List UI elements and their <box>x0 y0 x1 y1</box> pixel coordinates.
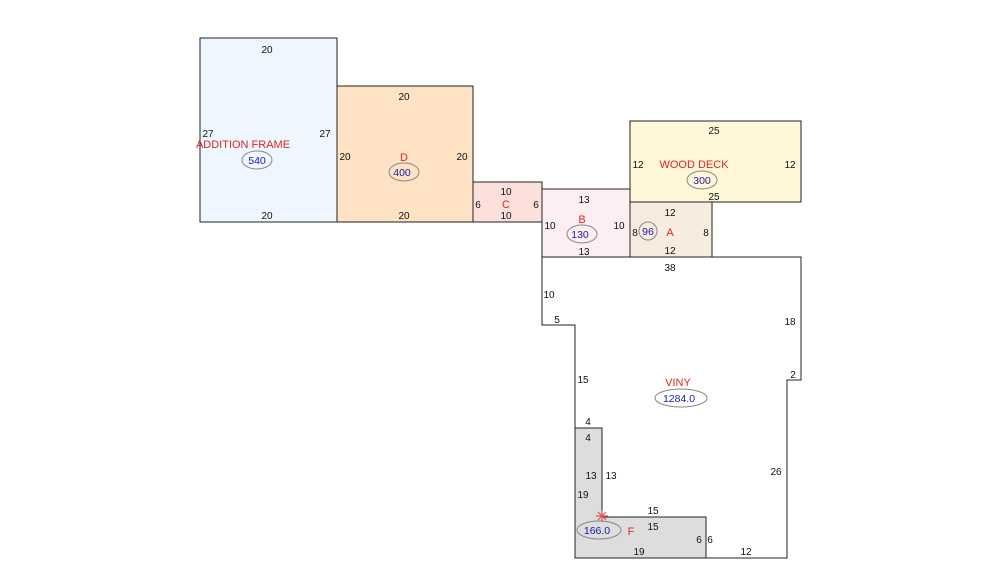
area-f: 166.0 <box>584 525 610 537</box>
dim-viny-f-top: 15 <box>647 506 659 517</box>
dim-addition-right: 27 <box>319 129 331 140</box>
star-marker-icon <box>596 510 608 522</box>
dim-a-right: 8 <box>703 228 709 239</box>
dim-viny-top: 38 <box>664 263 676 274</box>
area-oval-wood-deck <box>686 170 718 190</box>
room-addition-frame[interactable] <box>199 37 338 223</box>
dim-d-right: 20 <box>456 152 468 163</box>
dim-viny-f-right: 6 <box>707 535 713 546</box>
room-name-d: D <box>400 152 408 164</box>
dim-f-left-lower: 19 <box>577 490 589 501</box>
dim-c-left: 6 <box>475 200 481 211</box>
dim-viny-notch-top: 4 <box>585 417 591 428</box>
dim-wood-deck-left: 12 <box>632 160 644 171</box>
dim-c-top: 10 <box>500 187 512 198</box>
dim-b-right: 10 <box>613 221 625 232</box>
dim-viny-notch-inner: 13 <box>605 471 617 482</box>
area-b: 130 <box>571 229 589 241</box>
dim-wood-deck-top: 25 <box>708 126 720 137</box>
dim-wood-deck-bottom: 25 <box>708 192 720 203</box>
dim-f-right: 6 <box>696 535 702 546</box>
dim-b-bottom: 13 <box>578 247 590 258</box>
dim-c-bottom: 10 <box>500 211 512 222</box>
dim-a-left: 8 <box>632 228 638 239</box>
room-c[interactable] <box>472 181 543 223</box>
dim-f-top-stub: 4 <box>585 433 591 444</box>
dim-viny-right-upper: 18 <box>784 317 796 328</box>
dim-viny-left-upper: 10 <box>543 290 555 301</box>
dim-viny-left-mid: 15 <box>577 375 589 386</box>
room-name-viny: VINY <box>665 377 691 389</box>
area-wood-deck: 300 <box>693 175 711 187</box>
dim-d-top: 20 <box>398 92 410 103</box>
room-d[interactable] <box>336 85 474 223</box>
area-oval-f <box>576 520 622 540</box>
room-wood-deck[interactable] <box>629 120 802 203</box>
area-addition-frame: 540 <box>248 155 266 167</box>
dim-d-bottom: 20 <box>398 211 410 222</box>
dim-viny-step: 5 <box>554 315 560 326</box>
dim-b-top: 13 <box>578 195 590 206</box>
area-oval-viny <box>654 388 708 408</box>
area-oval-a <box>638 221 658 241</box>
dim-addition-left: 27 <box>202 129 214 140</box>
dim-addition-bottom: 20 <box>261 211 273 222</box>
area-oval-addition-frame <box>241 150 273 170</box>
room-name-wood-deck: WOOD DECK <box>659 159 729 171</box>
room-b[interactable] <box>541 188 631 258</box>
area-oval-d <box>388 162 420 182</box>
room-name-b: B <box>578 214 585 226</box>
dim-addition-top: 20 <box>261 45 273 56</box>
dim-wood-deck-right: 12 <box>784 160 796 171</box>
area-d: 400 <box>393 167 411 179</box>
dim-viny-right-lower: 26 <box>770 467 782 478</box>
dim-a-bottom: 12 <box>664 246 676 257</box>
dim-b-left: 10 <box>544 221 556 232</box>
room-name-c: C <box>502 199 510 211</box>
dim-viny-jog: 2 <box>790 370 796 381</box>
room-name-addition-frame: ADDITION FRAME <box>196 139 290 151</box>
area-viny: 1284.0 <box>663 393 695 405</box>
room-f[interactable] <box>574 427 707 559</box>
room-name-a: A <box>666 227 674 239</box>
dim-f-left-upper: 13 <box>585 471 597 482</box>
dim-a-top: 12 <box>664 208 676 219</box>
area-oval-b <box>566 224 598 244</box>
dim-f-bottom: 19 <box>633 547 645 558</box>
dim-c-right: 6 <box>533 200 539 211</box>
dim-d-left: 20 <box>339 152 351 163</box>
area-a: 96 <box>642 226 654 238</box>
dim-f-inner-top: 15 <box>647 522 659 533</box>
dim-viny-bottom: 12 <box>740 547 752 558</box>
room-name-f: F <box>628 526 635 538</box>
